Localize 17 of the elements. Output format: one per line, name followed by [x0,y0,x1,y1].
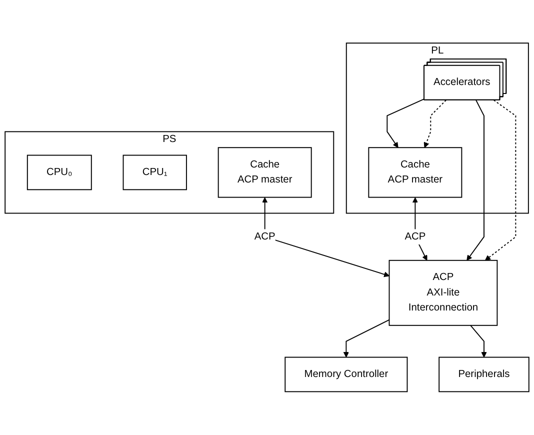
arrow [470,325,487,358]
edge-label: ACP [404,231,426,242]
node-box: ACP AXI-lite Interconnection [388,260,498,326]
arrow [424,100,447,148]
arrow [466,100,484,261]
arrow [412,197,428,261]
arrow [484,100,516,261]
node-box: CPU₀ [26,154,92,190]
edge-label: ACP [254,231,276,242]
node-box: Cache ACP master [218,147,312,198]
node-box: Cache ACP master [368,147,462,198]
arrow [386,98,425,148]
arrow [262,197,390,278]
node-box: Peripherals [438,356,530,392]
node-box: CPU₁ [122,154,187,190]
node-box: Memory Controller [284,356,408,392]
arrow [343,319,390,358]
